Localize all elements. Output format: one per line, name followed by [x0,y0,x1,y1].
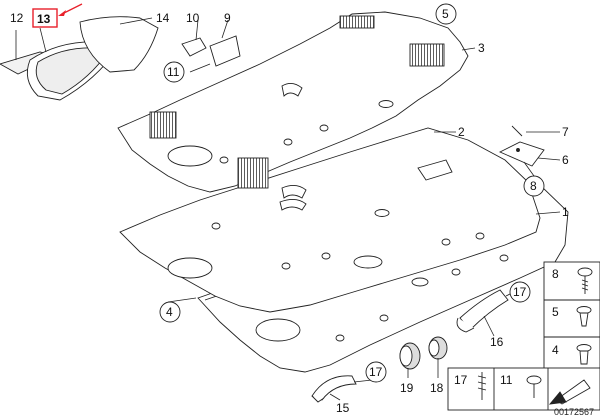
label-part-14: 14 [156,11,170,25]
label-part-8: 8 [530,179,537,193]
headliner-panel-2 [119,127,541,313]
legend-label-8: 8 [552,267,559,281]
leader-lines [15,17,561,401]
label-part-11: 11 [167,65,180,79]
label-part-3: 3 [478,41,485,55]
label-part-5: 5 [442,7,449,21]
highlight-marker-13 [32,3,83,28]
label-part-1: 1 [562,205,569,219]
legend-labels: 8 5 4 17 11 [454,267,559,387]
label-part-19: 19 [400,381,414,395]
label-part-17a: 17 [513,285,527,299]
clip-parts-18-19 [399,336,448,370]
bottom-legend [447,367,600,411]
fastener-legend [543,261,600,377]
legend-label-4: 4 [552,343,559,357]
legend-label-5: 5 [552,305,559,319]
label-part-18: 18 [430,381,444,395]
sun-visor-panels [0,16,159,101]
handle-clip-parts [181,35,241,67]
label-part-2: 2 [458,125,465,139]
document-id: 00172567 [553,407,594,417]
grab-handle-16 [456,289,509,333]
label-part-4: 4 [166,305,173,319]
callout-circles [159,3,545,383]
legend-label-17: 17 [454,373,468,387]
headliner-panel-3 [117,11,469,199]
legend-label-11: 11 [500,373,513,387]
label-part-6: 6 [562,153,569,167]
label-part-12: 12 [10,11,24,25]
label-part-9: 9 [224,11,231,25]
label-part-7: 7 [562,125,569,139]
part-number-labels: 12 13 14 10 9 5 11 3 2 7 6 8 1 4 17 16 1… [10,7,569,415]
label-part-16: 16 [490,335,504,349]
label-part-15: 15 [336,401,350,415]
lamp-cover [498,125,545,167]
label-part-17b: 17 [369,365,383,379]
grab-handle-15 [311,375,357,403]
label-part-13: 13 [37,12,51,26]
label-part-10: 10 [186,11,200,25]
